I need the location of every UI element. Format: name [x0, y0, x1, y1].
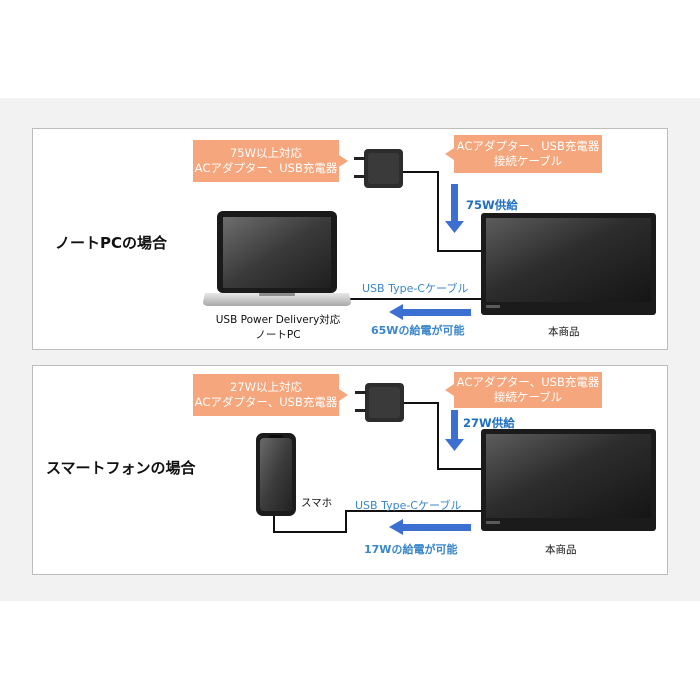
panel-smartphone: 27W以上対応 ACアダプター、USB充電器 ACアダプター、USB充電器 接続… — [32, 365, 668, 575]
cable-spec-line-1: ACアダプター、USB充電器 — [456, 375, 600, 389]
laptop-icon — [203, 211, 351, 306]
cable-label: USB Type-Cケーブル — [362, 282, 469, 295]
arrow-down-icon — [445, 410, 464, 451]
cable-adapter-to-monitor — [404, 402, 481, 470]
panel-laptop: 75W以上対応 ACアダプター、USB充電器 ACアダプター、USB充電器 接続… — [32, 128, 668, 350]
cable-spec-line-2: 接続ケーブル — [493, 390, 563, 404]
power-label: 65Wの給電が可能 — [371, 324, 465, 337]
cable-spec-callout: ACアダプター、USB充電器 接続ケーブル — [445, 372, 602, 408]
device-label: USB Power Delivery対応 ノートPC — [213, 313, 343, 343]
arrow-down-icon — [445, 184, 464, 233]
power-label: 17Wの給電が可能 — [364, 543, 458, 556]
adapter-spec-callout: 75W以上対応 ACアダプター、USB充電器 — [193, 140, 348, 182]
adapter-spec-line-2: ACアダプター、USB充電器 — [194, 395, 338, 409]
arrow-left-icon — [389, 519, 471, 535]
cable-spec-line-2: 接続ケーブル — [493, 154, 563, 168]
device-label-line-1: USB Power Delivery対応 — [215, 314, 341, 326]
cable-spec-line-1: ACアダプター、USB充電器 — [456, 139, 600, 153]
supply-label: 75W供給 — [466, 198, 518, 212]
panel-heading: スマートフォンの場合 — [46, 459, 196, 477]
product-label: 本商品 — [545, 544, 577, 556]
monitor-icon — [481, 429, 656, 531]
ac-adapter-icon — [355, 383, 404, 422]
panel-smartphone-graphics — [256, 383, 656, 535]
cable-label: USB Type-Cケーブル — [355, 499, 462, 512]
device-label: スマホ — [301, 497, 333, 509]
device-label-line-2: ノートPC — [255, 329, 301, 341]
adapter-spec-line-1: 27W以上対応 — [229, 380, 302, 394]
smartphone-icon — [256, 433, 296, 516]
cable-adapter-to-monitor — [403, 171, 481, 252]
arrow-left-icon — [389, 304, 471, 320]
supply-label: 27W供給 — [463, 416, 515, 430]
panel-heading: ノートPCの場合 — [55, 234, 168, 252]
panel-laptop-graphics — [203, 149, 656, 320]
product-label: 本商品 — [548, 326, 580, 338]
monitor-icon — [481, 213, 656, 315]
usb-c-cable — [273, 510, 482, 533]
ac-adapter-icon — [354, 149, 403, 188]
adapter-spec-line-1: 75W以上対応 — [229, 146, 302, 160]
adapter-spec-callout: 27W以上対応 ACアダプター、USB充電器 — [193, 374, 348, 416]
cable-spec-callout: ACアダプター、USB充電器 接続ケーブル — [445, 135, 602, 173]
adapter-spec-line-2: ACアダプター、USB充電器 — [194, 161, 338, 175]
